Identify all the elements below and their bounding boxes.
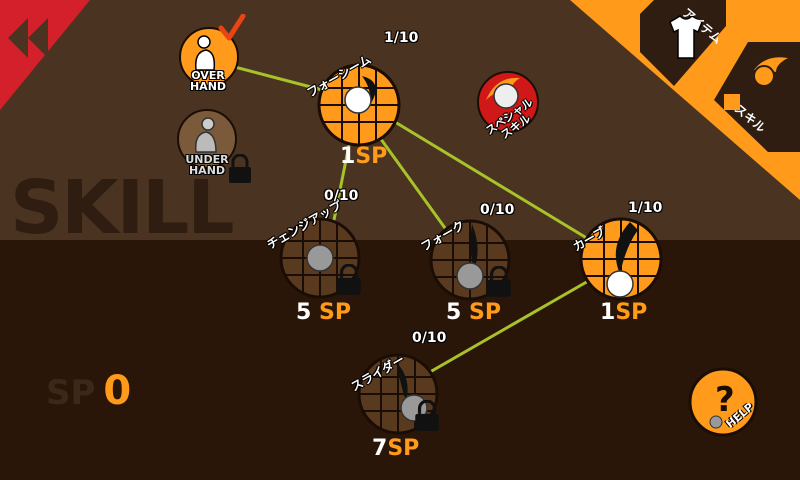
grip-underhand-line1: UNDER: [185, 153, 229, 166]
changeup-icon: [279, 217, 361, 299]
skill-slider[interactable]: スライダー 0/10: [349, 330, 446, 438]
sp-value: 0: [103, 368, 132, 414]
skill-slider-cost-num: 7: [372, 436, 388, 461]
skill-changeup[interactable]: チェンジアップ 0/10: [265, 188, 368, 302]
skill-fourseam[interactable]: フォーシーム 1/10: [305, 30, 418, 148]
back-button[interactable]: [0, 0, 90, 110]
skill-curve[interactable]: カーブ 1/10: [571, 200, 668, 302]
overhand-icon: [179, 27, 239, 87]
skill-fourseam-cost: 1SP: [340, 144, 387, 169]
grip-overhand-line2: HAND: [189, 80, 227, 93]
lock-icon: [229, 154, 251, 183]
link-curve-slider: [429, 278, 591, 374]
skill-slider-count: 0/10: [412, 330, 447, 346]
special-skill[interactable]: スペシャル スキル: [476, 70, 546, 142]
skill-slider-cost-unit: SP: [387, 436, 420, 461]
skill-fourseam-count: 1/10: [384, 30, 419, 46]
tab-item-bg: [640, 0, 726, 86]
curve-icon: [579, 217, 663, 301]
underhand-icon: [177, 109, 237, 169]
link-fourseam-fork: [376, 134, 452, 236]
skill-fork-count: 0/10: [480, 202, 515, 218]
flaming-ball-icon: [753, 57, 788, 87]
skill-changeup-cost-unit: SP: [318, 300, 351, 325]
sp-label: SP: [46, 373, 96, 413]
page-title: SKILL: [10, 165, 234, 251]
link-fourseam-curve: [394, 120, 591, 242]
checkbox-icon: [724, 94, 740, 110]
double-chevron-left-icon: [8, 18, 48, 58]
skill-fourseam-cost-unit: SP: [355, 144, 388, 169]
grip-underhand[interactable]: UNDER HAND: [176, 108, 256, 186]
checkmark-icon: [218, 14, 246, 41]
skill-slider-cost: 7SP: [372, 436, 419, 461]
tshirt-icon: [669, 15, 703, 59]
slider-icon: [357, 353, 439, 435]
skill-curve-cost-unit: SP: [615, 300, 648, 325]
skill-fourseam-cost-num: 1: [340, 144, 356, 169]
svg-text:?: ?: [715, 380, 735, 420]
skill-curve-cost-num: 1: [600, 300, 616, 325]
skill-changeup-cost-num: 5: [296, 300, 312, 325]
skill-curve-count: 1/10: [628, 200, 663, 216]
skill-fork-cost-unit: SP: [468, 300, 501, 325]
fork-icon: [429, 219, 511, 301]
lock-icon: [487, 266, 511, 297]
skill-fork[interactable]: フォーク 0/10: [419, 202, 518, 304]
fourseam-icon: [317, 63, 401, 147]
tab-skill[interactable]: スキル: [714, 42, 800, 152]
grip-overhand[interactable]: OVER HAND: [178, 14, 246, 100]
skill-changeup-cost: 5 SP: [296, 300, 351, 325]
help-button[interactable]: ? HELP: [688, 367, 758, 437]
flaming-ball-icon: [477, 71, 539, 133]
tab-panel: [570, 0, 800, 200]
skill-changeup-count: 0/10: [324, 188, 359, 204]
tab-skill-bg: [714, 42, 800, 152]
grip-underhand-line2: HAND: [188, 164, 226, 177]
tab-item[interactable]: アイテム: [640, 0, 726, 86]
lock-icon: [415, 400, 439, 431]
skill-fork-cost-num: 5: [446, 300, 462, 325]
question-icon: ?: [688, 367, 758, 437]
lock-icon: [337, 264, 361, 295]
skill-fork-cost: 5 SP: [446, 300, 501, 325]
skill-curve-cost: 1SP: [600, 300, 647, 325]
grip-overhand-line1: OVER: [191, 69, 225, 82]
